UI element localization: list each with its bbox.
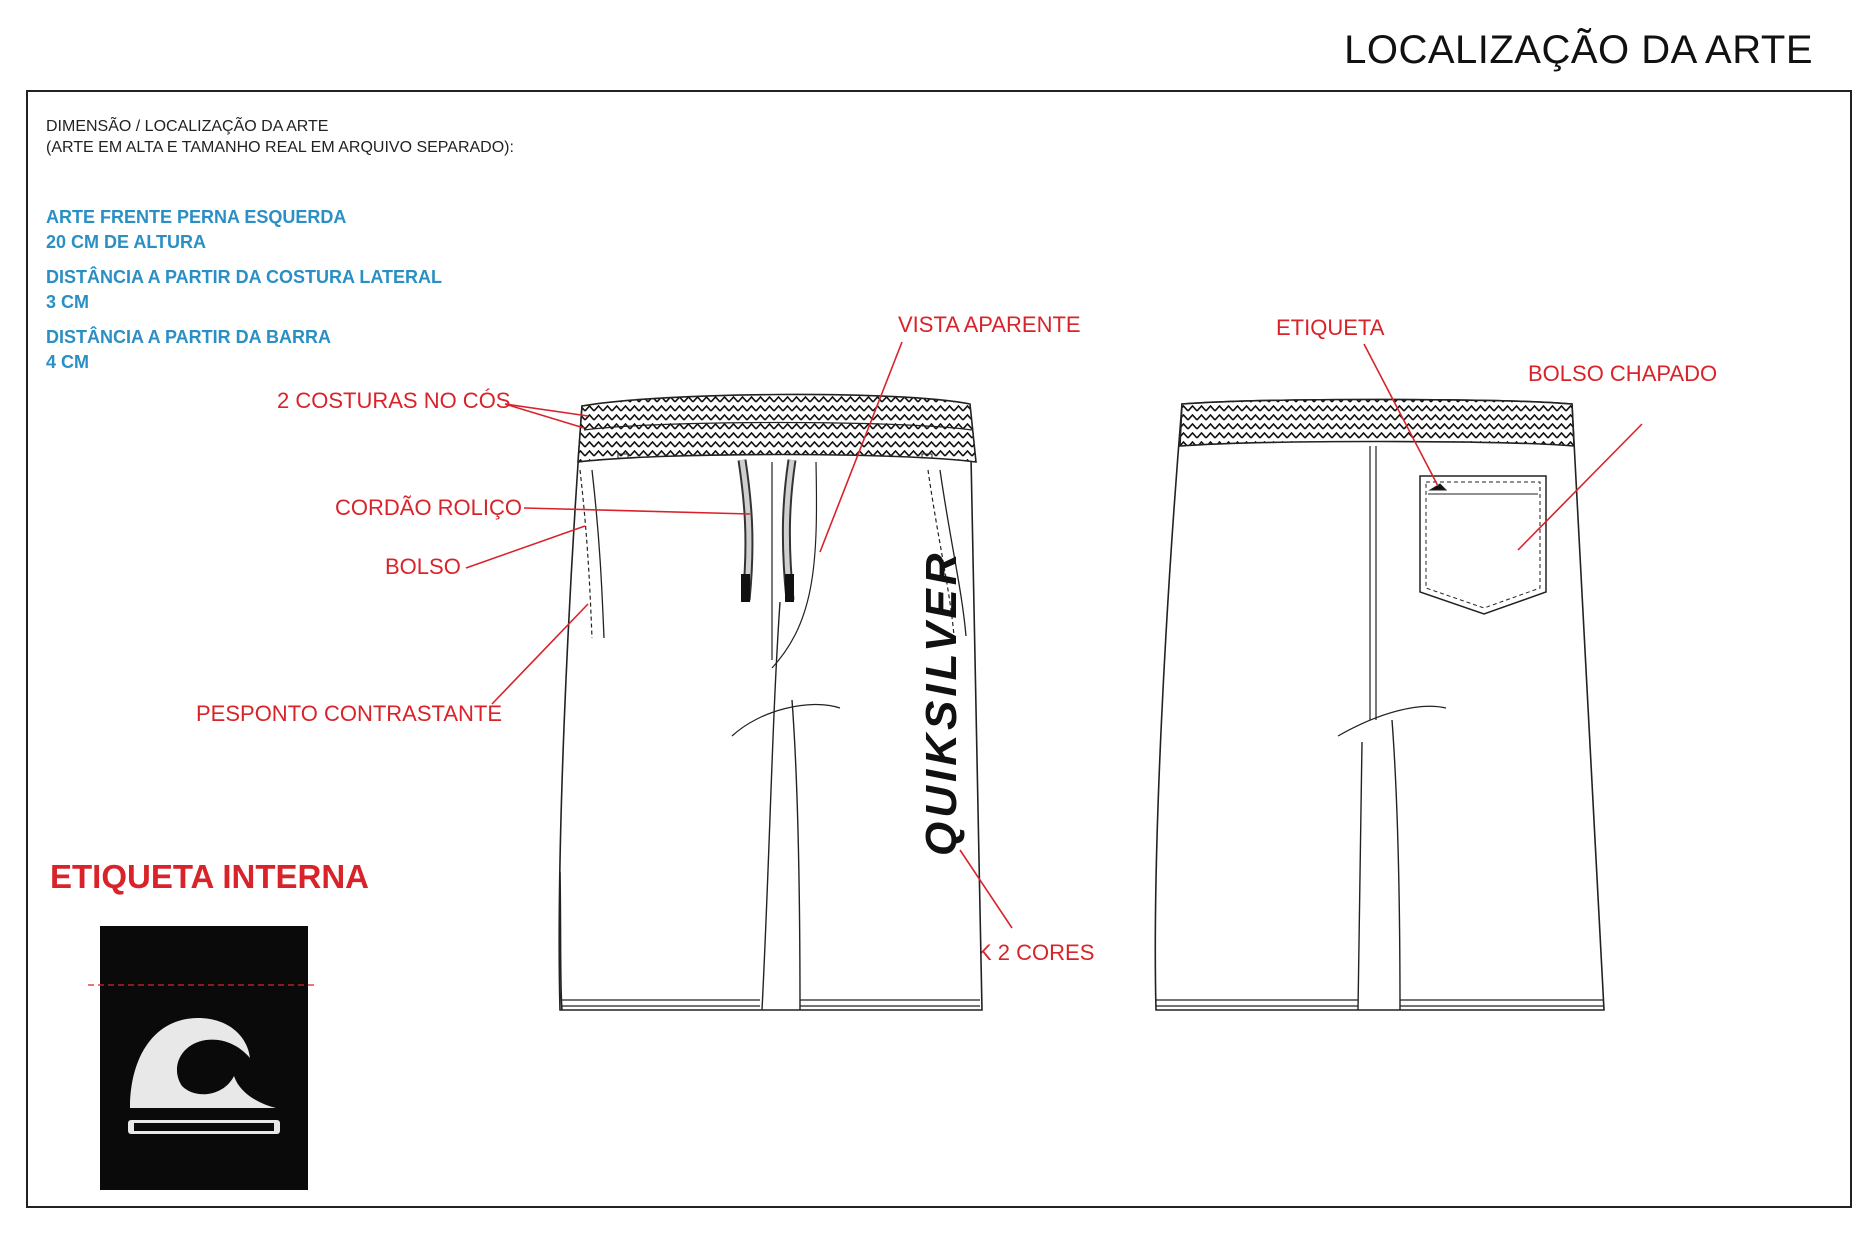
spec-side-seam-value: 3 CM xyxy=(46,292,90,312)
quiksilver-logo-icon xyxy=(128,1018,280,1134)
art-specs: ARTE FRENTE PERNA ESQUERDA 20 CM DE ALTU… xyxy=(46,205,442,375)
drawcord-illustration xyxy=(737,459,797,602)
callout-back-label: ETIQUETA xyxy=(1276,315,1385,340)
front-shorts xyxy=(558,393,983,1011)
callout-pocket: BOLSO xyxy=(385,554,461,579)
callout-patch-pocket: BOLSO CHAPADO xyxy=(1528,361,1718,386)
internal-label-tag xyxy=(100,926,308,1190)
spec-hem-label: DISTÂNCIA A PARTIR DA BARRA xyxy=(46,327,331,347)
sheet-frame xyxy=(26,90,1852,1208)
callout-visible-view: VISTA APARENTE xyxy=(898,312,1081,337)
callout-contrast-stitch: PESPONTO CONTRASTANTE xyxy=(196,701,503,726)
intro-line-1: DIMENSÃO / LOCALIZAÇÃO DA ARTE xyxy=(46,118,329,135)
callout-drawcord: CORDÃO ROLIÇO xyxy=(335,495,523,520)
spec-hem-value: 4 CM xyxy=(46,352,90,372)
vertical-print: QUIKSILVER xyxy=(917,550,966,857)
callout-waistband-stitches: 2 COSTURAS NO CÓS xyxy=(277,388,511,413)
spec-art-height: 20 CM DE ALTURA xyxy=(46,232,207,252)
internal-label-title: ETIQUETA INTERNA xyxy=(50,858,369,895)
intro-text: DIMENSÃO / LOCALIZAÇÃO DA ARTE (ARTE EM … xyxy=(46,116,514,158)
spec-art-position: ARTE FRENTE PERNA ESQUERDA xyxy=(46,207,347,227)
spec-side-seam-label: DISTÂNCIA A PARTIR DA COSTURA LATERAL xyxy=(46,267,442,287)
back-shorts xyxy=(1154,398,1605,1011)
intro-line-2: (ARTE EM ALTA E TAMANHO REAL EM ARQUIVO … xyxy=(46,139,514,156)
page-title: LOCALIZAÇÃO DA ARTE xyxy=(1344,28,1813,72)
callout-leader-lines xyxy=(465,341,1643,929)
